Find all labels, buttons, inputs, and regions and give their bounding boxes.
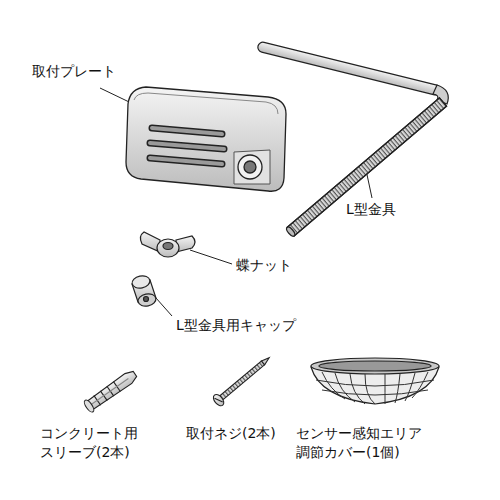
bracket-cap (131, 274, 157, 307)
mounting-screw (211, 353, 273, 408)
mounting-plate (126, 87, 286, 191)
part-label: コンクリート用 スリーブ(2本) (40, 424, 170, 462)
part-label: センサー感知エリア 調節カバー(1個) (296, 424, 466, 462)
l-bracket (257, 41, 448, 237)
part-label: L型金具 (346, 200, 396, 219)
part-label: 蝶ナット (236, 256, 292, 275)
part-label: 取付ネジ(2本) (186, 424, 276, 443)
part-label: 取付プレート (32, 62, 116, 81)
concrete-sleeve (83, 368, 139, 413)
sensor-cover (311, 358, 439, 404)
part-label: L型金具用キャップ (176, 316, 296, 335)
wing-nut (140, 232, 195, 257)
